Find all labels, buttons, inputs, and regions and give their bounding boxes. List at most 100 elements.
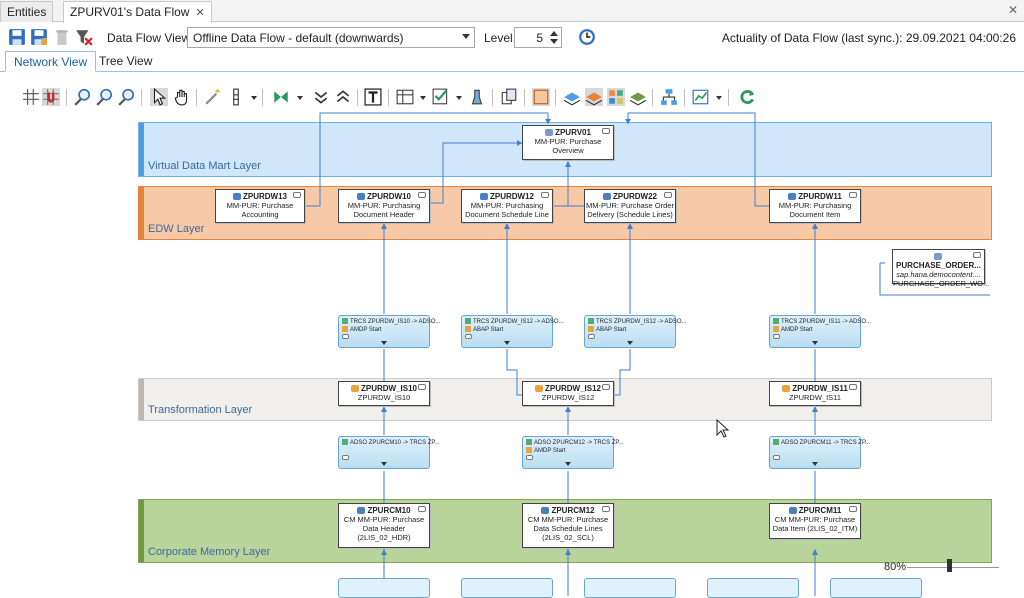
transformation-box-partial[interactable] xyxy=(830,578,922,598)
export-icon[interactable] xyxy=(468,88,486,106)
comment-icon[interactable] xyxy=(602,128,610,134)
table-dropdown-icon[interactable] xyxy=(420,96,426,100)
comment-icon[interactable] xyxy=(293,192,301,198)
layer-icon-3[interactable] xyxy=(607,88,625,106)
transformation-box[interactable]: ADSO ZPURCM12 -> TRCS ZP...AMDP Start xyxy=(522,436,624,469)
tab-entities[interactable]: Entities xyxy=(0,1,54,22)
text-icon[interactable] xyxy=(364,88,382,106)
node-purchase-order[interactable]: PURCHASE_ORDER...sap.hana.democontent...… xyxy=(892,249,989,288)
report-dropdown-icon[interactable] xyxy=(716,96,722,100)
spin-up-icon[interactable] xyxy=(550,31,558,36)
save-as-icon[interactable] xyxy=(30,28,48,46)
expand-arrow-icon[interactable] xyxy=(812,341,818,345)
expand-arrow-icon[interactable] xyxy=(812,462,818,466)
zoom-slider-thumb[interactable] xyxy=(947,559,952,572)
collapse-up-icon[interactable] xyxy=(334,88,352,106)
window-close-icon[interactable]: ✕ xyxy=(1007,3,1018,17)
report-icon[interactable] xyxy=(692,88,710,106)
zoom-out-icon[interactable] xyxy=(118,88,136,106)
collapse-down-icon[interactable] xyxy=(312,88,330,106)
tab-tree-view[interactable]: Tree View xyxy=(91,51,160,72)
transformation-box[interactable]: ADSO ZPURCM10 -> TRCS ZP... xyxy=(338,436,440,469)
refresh-icon[interactable] xyxy=(738,88,756,106)
comment-icon[interactable] xyxy=(418,384,426,390)
comment-icon[interactable] xyxy=(664,192,672,198)
comment-icon[interactable] xyxy=(588,334,595,339)
zoom-slider-track[interactable] xyxy=(907,567,999,568)
transformation-box[interactable]: TRCS ZPURDW_IS12 -> ADSO...ABAP Start xyxy=(584,315,687,348)
comment-icon[interactable] xyxy=(849,506,857,512)
network-diagram-canvas[interactable]: Virtual Data Mart Layer EDW Layer Transf… xyxy=(0,112,1024,598)
expand-arrow-icon[interactable] xyxy=(381,462,387,466)
close-icon[interactable]: ✕ xyxy=(195,7,205,19)
data-flow-view-select[interactable]: Offline Data Flow - default (downwards) xyxy=(187,27,475,48)
comment-icon[interactable] xyxy=(418,506,426,512)
level-stepper[interactable]: 5 xyxy=(514,27,562,48)
tab-network-view[interactable]: Network View xyxy=(5,51,97,72)
comment-icon[interactable] xyxy=(541,192,549,198)
snap-grid-icon[interactable] xyxy=(42,88,60,106)
comment-icon[interactable] xyxy=(465,334,472,339)
zoom-fit-icon[interactable] xyxy=(96,88,114,106)
expand-icon[interactable] xyxy=(272,88,290,106)
transformation-box[interactable]: TRCS ZPURDW_IS10 -> ADSO...AMDP Start xyxy=(338,315,441,348)
transformation-box[interactable]: TRCS ZPURDW_IS11 -> ADSO...AMDP Start xyxy=(769,315,871,348)
expand-arrow-icon[interactable] xyxy=(627,341,633,345)
transformation-box[interactable]: ADSO ZPURCM11 -> TRCS ZP... xyxy=(769,436,870,469)
comment-icon[interactable] xyxy=(773,455,780,460)
pan-hand-icon[interactable] xyxy=(173,88,191,106)
comment-icon[interactable] xyxy=(849,384,857,390)
layer-icon-1[interactable] xyxy=(563,88,581,106)
table-icon[interactable] xyxy=(396,88,414,106)
filter-icon[interactable] xyxy=(432,88,450,106)
select-pointer-icon[interactable] xyxy=(150,87,168,106)
comment-icon[interactable] xyxy=(849,192,857,198)
comment-icon[interactable] xyxy=(602,506,610,512)
delete-icon[interactable] xyxy=(53,28,71,46)
expand-arrow-icon[interactable] xyxy=(504,341,510,345)
sync-clock-icon[interactable] xyxy=(578,28,596,46)
transformation-box-partial[interactable] xyxy=(707,578,799,598)
comment-icon[interactable] xyxy=(342,455,349,460)
hierarchy-icon[interactable] xyxy=(660,88,678,106)
align-icon[interactable] xyxy=(227,88,245,106)
expand-dropdown-icon[interactable] xyxy=(297,96,303,100)
align-dropdown-icon[interactable] xyxy=(251,96,257,100)
filter-dropdown-icon[interactable] xyxy=(456,96,462,100)
comment-icon[interactable] xyxy=(342,334,349,339)
layer-icon-2[interactable] xyxy=(585,88,603,106)
spin-down-icon[interactable] xyxy=(550,39,558,44)
save-icon[interactable] xyxy=(8,28,26,46)
magic-wand-icon[interactable] xyxy=(204,88,222,106)
grid-icon[interactable] xyxy=(22,88,40,106)
transformation-box[interactable]: TRCS ZPURDW_IS12 -> ADSO...ABAP Start xyxy=(461,315,564,348)
box-icon[interactable] xyxy=(532,88,550,106)
comment-icon[interactable] xyxy=(418,192,426,198)
transformation-box-partial[interactable] xyxy=(338,578,430,598)
expand-arrow-icon[interactable] xyxy=(381,341,387,345)
transformation-box-partial[interactable] xyxy=(584,578,676,598)
comment-icon[interactable] xyxy=(526,455,533,460)
layer-icon-4[interactable] xyxy=(629,88,647,106)
clear-filter-icon[interactable] xyxy=(75,28,93,46)
comment-icon[interactable] xyxy=(973,252,981,258)
copy-icon[interactable] xyxy=(500,88,518,106)
tab-data-flow[interactable]: ZPURV01's Data Flow✕ xyxy=(63,1,212,23)
transformation-box-partial[interactable] xyxy=(461,578,553,598)
expand-arrow-icon[interactable] xyxy=(565,462,571,466)
comment-icon[interactable] xyxy=(773,334,780,339)
comment-icon[interactable] xyxy=(602,384,610,390)
zoom-in-icon[interactable] xyxy=(74,88,92,106)
